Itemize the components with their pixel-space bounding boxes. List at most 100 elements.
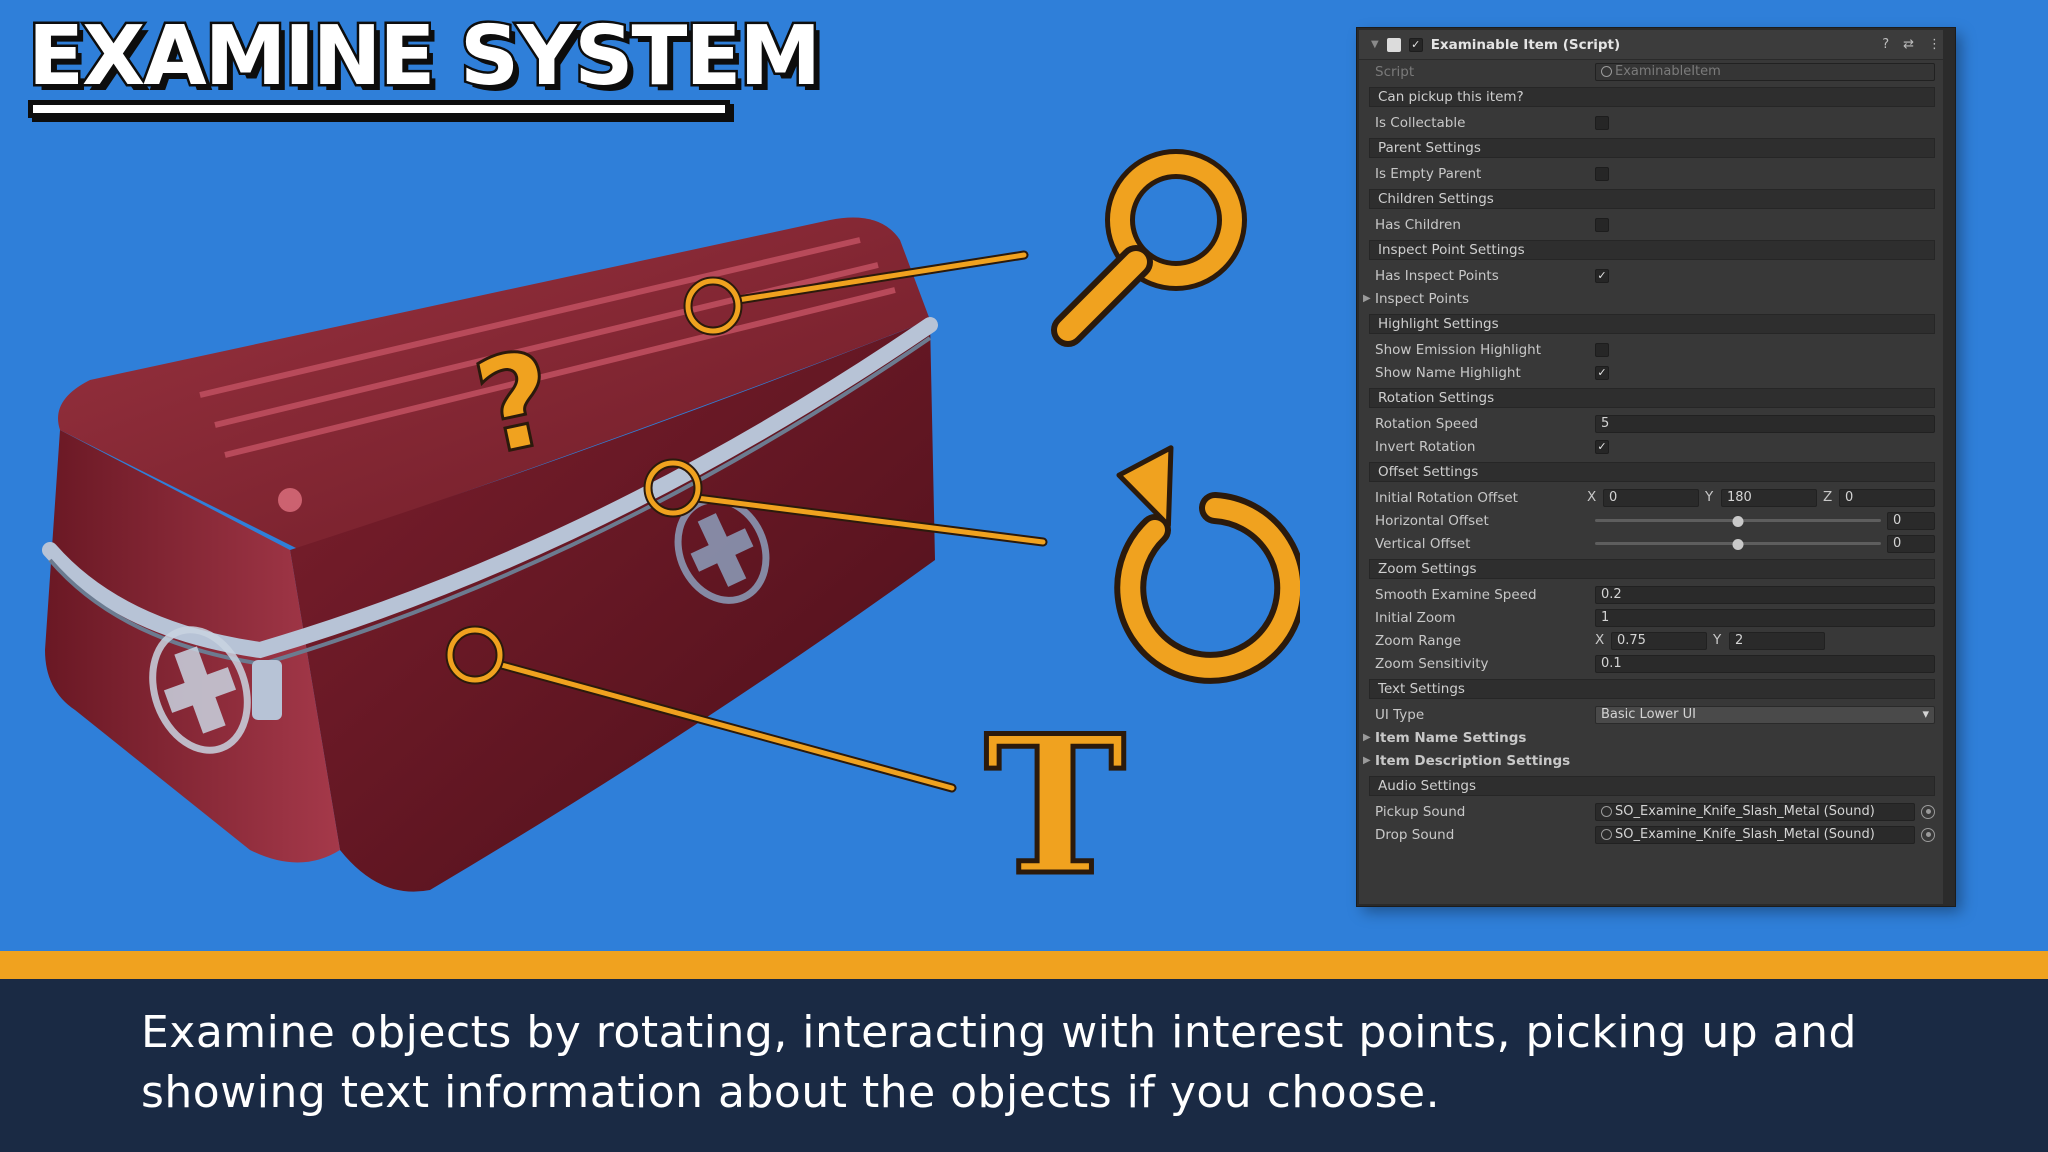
- ui-type-value: Basic Lower UI: [1601, 707, 1696, 722]
- title-underline: [28, 100, 730, 118]
- show-emission-highlight-label: Show Emission Highlight: [1375, 341, 1542, 358]
- section-inspect-points: Inspect Point Settings: [1369, 240, 1935, 260]
- has-inspect-points-checkbox[interactable]: ✓: [1595, 268, 1609, 283]
- show-name-highlight-checkbox[interactable]: ✓: [1595, 365, 1609, 380]
- page-title: EXAMINE SYSTEM: [25, 9, 823, 104]
- inspector-scrollbar[interactable]: [1943, 30, 1953, 904]
- zoom-sensitivity-field[interactable]: 0.1: [1595, 654, 1935, 673]
- invert-rotation-checkbox[interactable]: ✓: [1595, 439, 1609, 454]
- initial-zoom-field[interactable]: 1: [1595, 608, 1935, 627]
- item-description-settings-foldout-icon[interactable]: ▶: [1363, 755, 1371, 766]
- chest-lid-ridge: [224, 287, 896, 458]
- is-empty-parent-checkbox[interactable]: [1595, 166, 1609, 181]
- caption-banner: [0, 979, 2048, 1152]
- row-is-collectable: Is Collectable: [1369, 111, 1935, 134]
- callout-rotate: [643, 458, 1048, 547]
- accent-stripe: [0, 951, 2048, 979]
- component-header[interactable]: ▼ ✓ Examinable Item (Script) ? ⇄ ⋮: [1359, 30, 1953, 60]
- chest-front: [290, 320, 935, 892]
- row-has-inspect-points: Has Inspect Points ✓: [1369, 264, 1935, 287]
- is-collectable-checkbox[interactable]: [1595, 115, 1609, 130]
- drop-sound-value: SO_Examine_Knife_Slash_Metal (Sound): [1615, 827, 1875, 842]
- zoom-sensitivity-label: Zoom Sensitivity: [1375, 655, 1489, 672]
- item-name-settings-foldout-icon[interactable]: ▶: [1363, 732, 1371, 743]
- inspect-points-label: Inspect Points: [1375, 290, 1470, 307]
- component-enabled-checkbox[interactable]: ✓: [1408, 37, 1423, 52]
- object-picker-icon[interactable]: [1921, 827, 1935, 842]
- section-text: Text Settings: [1369, 679, 1935, 699]
- drop-sound-label: Drop Sound: [1375, 826, 1455, 843]
- horizontal-offset-label: Horizontal Offset: [1375, 512, 1489, 529]
- has-children-checkbox[interactable]: [1595, 217, 1609, 232]
- item-description-settings-label: Item Description Settings: [1375, 752, 1571, 769]
- row-item-description-settings[interactable]: ▶ Item Description Settings: [1363, 749, 1935, 772]
- zoom-range-y-field[interactable]: 2: [1729, 631, 1825, 650]
- initial-rotation-offset-label: Initial Rotation Offset: [1375, 489, 1518, 506]
- zoom-range-x-field[interactable]: 0.75: [1611, 631, 1707, 650]
- section-children: Children Settings: [1369, 189, 1935, 209]
- smooth-examine-speed-label: Smooth Examine Speed: [1375, 586, 1537, 603]
- foldout-arrow-icon[interactable]: ▼: [1371, 39, 1379, 50]
- caption-text: Examine objects by rotating, interacting…: [141, 1007, 1857, 1118]
- pickup-sound-value: SO_Examine_Knife_Slash_Metal (Sound): [1615, 804, 1875, 819]
- zoom-x-axis-label: X: [1595, 631, 1605, 648]
- preset-icon[interactable]: ⇄: [1903, 37, 1914, 52]
- initial-zoom-label: Initial Zoom: [1375, 609, 1456, 626]
- row-inspect-points[interactable]: ▶ Inspect Points: [1363, 287, 1935, 310]
- row-item-name-settings[interactable]: ▶ Item Name Settings: [1363, 726, 1935, 749]
- row-invert-rotation: Invert Rotation ✓: [1369, 435, 1935, 458]
- row-initial-zoom: Initial Zoom 1: [1369, 606, 1935, 629]
- object-picker-icon[interactable]: [1921, 804, 1935, 819]
- rot-z-field[interactable]: 0: [1839, 488, 1935, 507]
- callout-text: [445, 625, 957, 793]
- inspect-points-foldout-icon[interactable]: ▶: [1363, 293, 1371, 304]
- has-inspect-points-label: Has Inspect Points: [1375, 267, 1499, 284]
- section-parent: Parent Settings: [1369, 138, 1935, 158]
- text-icon: T: [984, 694, 1125, 917]
- vertical-offset-field[interactable]: 0: [1887, 534, 1935, 553]
- smooth-examine-speed-field[interactable]: 0.2: [1595, 585, 1935, 604]
- section-rotation: Rotation Settings: [1369, 388, 1935, 408]
- row-horizontal-offset: Horizontal Offset 0: [1369, 509, 1935, 532]
- row-smooth-examine-speed: Smooth Examine Speed 0.2: [1369, 583, 1935, 606]
- vertical-offset-slider-handle[interactable]: [1732, 538, 1744, 550]
- horizontal-offset-field[interactable]: 0: [1887, 511, 1935, 530]
- dropdown-arrow-icon: ▾: [1922, 707, 1929, 722]
- help-icon[interactable]: ?: [1882, 37, 1890, 52]
- ui-type-dropdown[interactable]: Basic Lower UI ▾: [1595, 705, 1935, 724]
- chest-highlight: [278, 488, 302, 512]
- zoom-y-axis-label: Y: [1713, 631, 1722, 648]
- rot-x-field[interactable]: 0: [1603, 488, 1699, 507]
- pickup-sound-field[interactable]: SO_Examine_Knife_Slash_Metal (Sound): [1595, 802, 1915, 821]
- zoom-range-label: Zoom Range: [1375, 632, 1461, 649]
- rot-y-axis-label: Y: [1705, 488, 1714, 505]
- drop-sound-field[interactable]: SO_Examine_Knife_Slash_Metal (Sound): [1595, 825, 1915, 844]
- vertical-offset-slider[interactable]: [1595, 535, 1881, 553]
- show-name-highlight-label: Show Name Highlight: [1375, 364, 1521, 381]
- section-pickup: Can pickup this item?: [1369, 87, 1935, 107]
- rotation-speed-field[interactable]: 5: [1595, 414, 1935, 433]
- horizontal-offset-slider[interactable]: [1595, 512, 1881, 530]
- row-zoom-sensitivity: Zoom Sensitivity 0.1: [1369, 652, 1935, 675]
- script-icon: [1386, 37, 1401, 52]
- magnifier-icon: [1051, 149, 1247, 347]
- row-drop-sound: Drop Sound SO_Examine_Knife_Slash_Metal …: [1369, 823, 1935, 846]
- section-zoom: Zoom Settings: [1369, 559, 1935, 579]
- section-audio: Audio Settings: [1369, 776, 1935, 796]
- sound-asset-icon: [1601, 829, 1612, 840]
- ui-type-label: UI Type: [1375, 706, 1425, 723]
- horizontal-offset-slider-handle[interactable]: [1732, 515, 1744, 527]
- script-label: Script: [1375, 63, 1415, 80]
- script-file-icon: [1601, 66, 1612, 77]
- script-value: ExaminableItem: [1615, 64, 1721, 79]
- show-emission-highlight-checkbox[interactable]: [1595, 342, 1609, 357]
- row-rotation-speed: Rotation Speed 5: [1369, 412, 1935, 435]
- more-options-icon[interactable]: ⋮: [1928, 37, 1941, 52]
- emblem-side: [149, 626, 251, 754]
- rotate-icon: [1114, 445, 1300, 684]
- rot-y-field[interactable]: 180: [1721, 488, 1817, 507]
- row-vertical-offset: Vertical Offset 0: [1369, 532, 1935, 555]
- chest-lid-ridge: [199, 237, 861, 398]
- script-row: Script ExaminableItem: [1369, 60, 1935, 83]
